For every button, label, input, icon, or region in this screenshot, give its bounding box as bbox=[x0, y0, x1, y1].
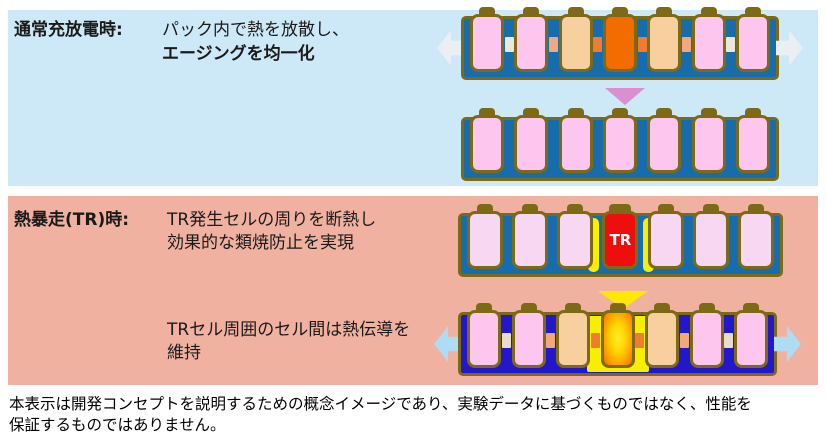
normal-section-label: 通常充放電時: bbox=[14, 20, 123, 40]
disclaimer-line1: 本表示は開発コンセプトを説明するための概念イメージであり、実験データに基づくもの… bbox=[9, 395, 752, 413]
battery-cell bbox=[737, 211, 774, 269]
pack-tr-insulated: TR bbox=[458, 211, 783, 277]
battery-cell bbox=[735, 115, 770, 173]
arrow-right-icon bbox=[776, 30, 803, 66]
pack-tr-conduction bbox=[434, 310, 801, 376]
pack-housing bbox=[458, 310, 777, 376]
cell-connector bbox=[726, 138, 735, 153]
cell-connector bbox=[682, 138, 691, 153]
battery-cell bbox=[600, 310, 635, 368]
battery-cell bbox=[558, 14, 593, 72]
cell-connector bbox=[681, 36, 691, 52]
cell-connector bbox=[593, 138, 602, 153]
battery-cell bbox=[647, 115, 682, 173]
battery-cell bbox=[689, 310, 724, 368]
cell-connector bbox=[503, 234, 512, 249]
normal-desc-line1: パック内で熱を放散し、 bbox=[162, 20, 349, 40]
arrow-left-icon bbox=[434, 326, 461, 362]
battery-cell: TR bbox=[602, 211, 639, 269]
arrow-down-icon bbox=[605, 88, 645, 105]
normal-desc-line2: エージングを均一化 bbox=[162, 44, 315, 64]
arrow-right-icon bbox=[774, 326, 801, 362]
pack-housing bbox=[461, 115, 779, 181]
cell-connector bbox=[593, 234, 602, 249]
cell-connector bbox=[548, 234, 557, 249]
tr-desc2-line1: TRセル周囲のセル間は熱伝導を bbox=[167, 320, 411, 340]
battery-cell bbox=[467, 211, 503, 269]
pack-normal-equalized bbox=[461, 115, 779, 181]
battery-cell bbox=[467, 310, 501, 368]
tr-desc1-line2: 効果的な類焼防止を実現 bbox=[167, 233, 354, 253]
tr-desc1-line1: TR発生セルの周りを断熱し bbox=[167, 210, 377, 230]
battery-cell bbox=[645, 310, 679, 368]
battery-cell bbox=[691, 14, 726, 72]
tr-section-label: 熱暴走(TR)時: bbox=[14, 210, 130, 230]
battery-cell bbox=[514, 115, 549, 173]
battery-cell bbox=[647, 14, 682, 72]
cell-connector bbox=[639, 234, 648, 249]
cell-connector bbox=[638, 138, 647, 153]
battery-cell bbox=[511, 310, 546, 368]
battery-cell bbox=[557, 211, 594, 269]
cell-connector bbox=[548, 36, 558, 52]
disclaimer-line2: 保証するものではありません。 bbox=[9, 416, 226, 434]
battery-cell bbox=[691, 115, 726, 173]
tr-cell-label: TR bbox=[609, 230, 632, 249]
cell-connector bbox=[546, 332, 556, 348]
battery-cell bbox=[558, 115, 593, 173]
disclaimer-text: 本表示は開発コンセプトを説明するための概念イメージであり、実験データに基づくもの… bbox=[9, 394, 821, 436]
battery-cell bbox=[512, 211, 549, 269]
battery-cell bbox=[514, 14, 549, 72]
battery-cell bbox=[556, 310, 590, 368]
battery-cell bbox=[470, 14, 504, 72]
battery-cell bbox=[470, 115, 504, 173]
cell-connector bbox=[729, 234, 738, 249]
battery-cell bbox=[735, 14, 770, 72]
cell-connector bbox=[679, 332, 689, 348]
cell-connector bbox=[635, 332, 645, 348]
arrow-left-icon bbox=[437, 30, 464, 66]
battery-cell bbox=[602, 14, 637, 72]
battery-cell bbox=[602, 115, 637, 173]
cell-connector bbox=[505, 138, 514, 153]
battery-cell bbox=[647, 211, 684, 269]
cell-connector bbox=[549, 138, 558, 153]
pack-normal-heat-spread bbox=[437, 14, 803, 80]
cell-connector bbox=[504, 36, 514, 52]
cell-connector bbox=[684, 234, 693, 249]
pack-housing bbox=[461, 14, 779, 80]
pack-housing: TR bbox=[458, 211, 783, 277]
tr-desc2-line2: 維持 bbox=[167, 343, 201, 363]
battery-cell bbox=[692, 211, 729, 269]
battery-cell bbox=[734, 310, 768, 368]
cell-connector bbox=[637, 36, 647, 52]
cell-connector bbox=[501, 332, 511, 348]
cell-connector bbox=[724, 332, 734, 348]
cell-connector bbox=[590, 332, 600, 348]
cell-connector bbox=[593, 36, 603, 52]
cell-connector bbox=[726, 36, 736, 52]
